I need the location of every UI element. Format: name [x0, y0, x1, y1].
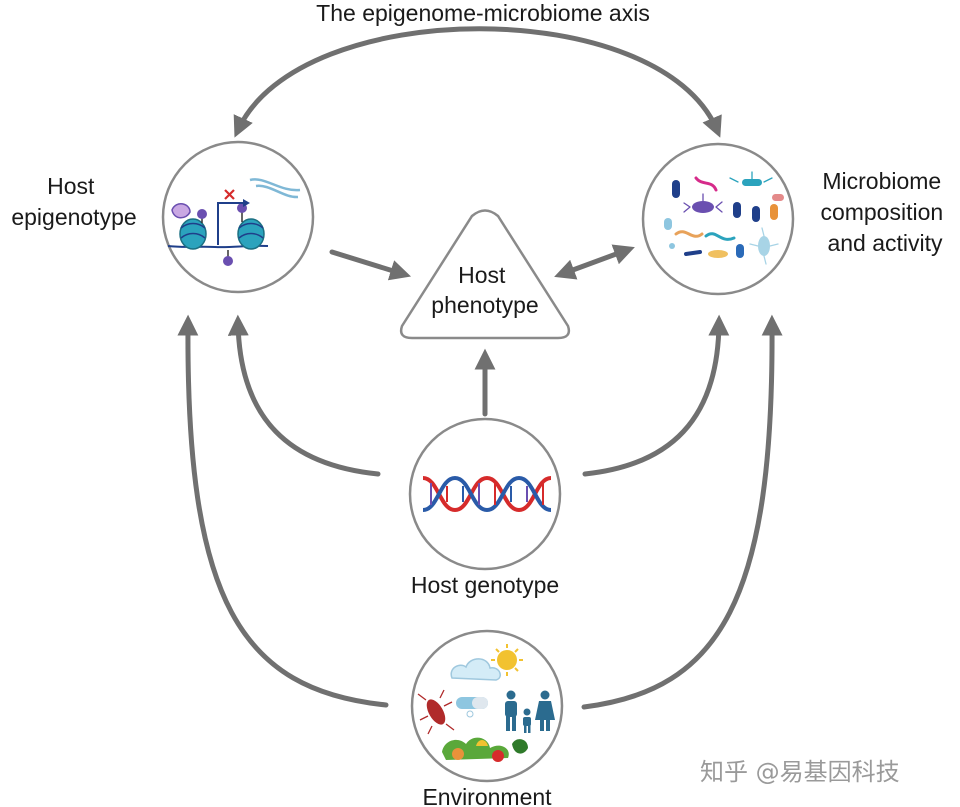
environment-node: Environment [410, 629, 564, 807]
arrow-genotype-to-epigenotype [227, 314, 381, 477]
arrow-genotype-to-microbiome [582, 314, 730, 477]
microbiome-node: Microbiome composition and activity [641, 142, 949, 296]
host-epigenotype-circle [161, 140, 315, 294]
host-phenotype-triangle [399, 209, 571, 340]
chromatin-icon [167, 178, 301, 266]
host-phenotype-node: Host phenotype [399, 209, 571, 340]
arrows [177, 26, 783, 710]
microbiome-line-1: Microbiome [822, 168, 941, 194]
arrow-environment-to-microbiome [581, 314, 783, 710]
watermark-text: 知乎 @易基因科技 [700, 758, 900, 786]
host-phenotype-label: Host phenotype [431, 262, 538, 318]
arrow-epigenotype-to-phenotype [329, 249, 412, 281]
environment-icon [417, 644, 555, 762]
arrow-environment-to-epigenotype [177, 314, 389, 708]
arrow-axis-top [233, 26, 722, 138]
diagram-title: The epigenome-microbiome axis [316, 0, 650, 26]
host-genotype-label: Host genotype [411, 572, 559, 598]
host-epigenotype-line-2: epigenotype [11, 204, 136, 230]
host-epigenotype-label: Host epigenotype [11, 173, 136, 230]
microbes-icon [664, 171, 784, 265]
arrow-phenotype-microbiome [554, 244, 635, 280]
microbiome-line-3: and activity [827, 230, 943, 256]
microbiome-label: Microbiome composition and activity [820, 168, 949, 256]
environment-label: Environment [422, 784, 552, 807]
microbiome-line-2: composition [820, 199, 943, 225]
host-epigenotype-line-1: Host [47, 173, 95, 199]
host-phenotype-line-2: phenotype [431, 292, 538, 318]
host-epigenotype-node: Host epigenotype [11, 140, 315, 294]
host-genotype-circle [408, 417, 562, 571]
dna-helix-icon [422, 475, 552, 513]
host-phenotype-line-1: Host [458, 262, 506, 288]
host-genotype-node: Host genotype [408, 417, 562, 598]
